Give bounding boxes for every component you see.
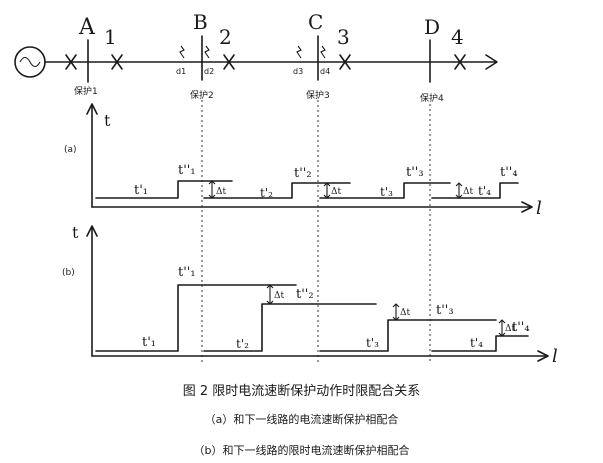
protection-label-4: 保护4 [420,92,444,104]
fault-label-d4: d4 [320,67,330,76]
delta-t-label: Δt [331,187,341,197]
step-protection-4 [431,335,529,352]
panel-a-x-label: l [536,198,542,219]
fault-label-d3: d3 [293,67,303,76]
delta-t-markers [208,180,463,199]
bus-label-a: A [78,15,96,40]
delta-t-label: Δt [216,187,226,197]
step-protection-4 [431,182,519,199]
panel-b: t l (b) Δt Δt Δt t'₁ t''₁ t'₂ t''₂ t'₃ t… [62,223,558,367]
step-protection-1 [95,180,233,199]
line-number-1: 1 [104,25,117,49]
step-protection-2 [261,182,351,199]
t-label: t''₂ [294,166,312,181]
t-label: t'₂ [260,186,273,200]
caption-line-a: （a）和下一线路的电流速断保护相配合 [204,413,399,426]
fault-arrow-icons [179,45,326,59]
t-label: t''₂ [296,287,314,302]
figure-title: 图 2 限时电流速断保护动作时限配合关系 [182,384,421,399]
fault-label-d1: d1 [176,67,186,76]
t-label: t''₄ [512,320,530,335]
t-label: t''₃ [406,165,424,180]
t-label: t'₂ [236,337,249,351]
t-label: t'₄ [470,336,483,350]
delta-t-label: Δt [463,187,473,197]
line-number-3: 3 [337,25,350,49]
caption-line-b: （b）和下一线路的限时电流速断保护相配合 [193,444,410,457]
t-label: t'₃ [366,336,379,350]
t-label: t''₁ [178,265,196,280]
fault-label-d2: d2 [204,67,214,76]
t-label: t''₁ [178,163,196,178]
x-axis-arrow-icon [537,350,549,362]
panel-b-y-label: t [72,223,79,242]
t-label: t'₄ [478,184,491,198]
step-protection-2 [203,303,377,352]
step-protection-3 [319,182,451,199]
arrow-head-icon [485,54,498,70]
breaker-symbols [65,54,466,70]
t-label: t'₁ [134,183,148,198]
delta-t-label: Δt [400,308,410,318]
panel-b-x-label: l [552,346,558,367]
t-label: t'₁ [142,335,156,350]
protection-label-2: 保护2 [190,89,214,101]
bus-label-b: B [193,10,208,34]
x-axis-arrow-icon [521,201,533,213]
step-protection-3 [319,319,497,352]
line-number-2: 2 [219,25,232,49]
delta-t-markers [266,284,506,337]
t-label: t''₃ [436,303,454,318]
protection-label-3: 保护3 [306,89,330,101]
delta-t-label: Δt [505,324,515,334]
source-symbol [14,46,46,78]
panel-a-label: (a) [64,145,77,155]
line-number-4: 4 [451,25,464,49]
panel-a-y-label: t [104,111,111,130]
t-label: t'₃ [380,185,393,199]
t-label: t''₄ [500,165,518,180]
delta-t-label: Δt [274,291,284,301]
step-protection-1 [95,284,297,352]
y-axis-arrow-icon [86,225,98,237]
panel-a: t l (a) Δt Δt Δt t'₁ t''₁ t'₂ t''₂ t'₃ t… [64,103,542,219]
panel-b-label: (b) [62,268,75,278]
protection-label-1: 保护1 [74,85,98,97]
bus-label-c: C [308,10,323,34]
bus-label-d: D [424,15,440,39]
y-axis-arrow-icon [86,103,98,115]
